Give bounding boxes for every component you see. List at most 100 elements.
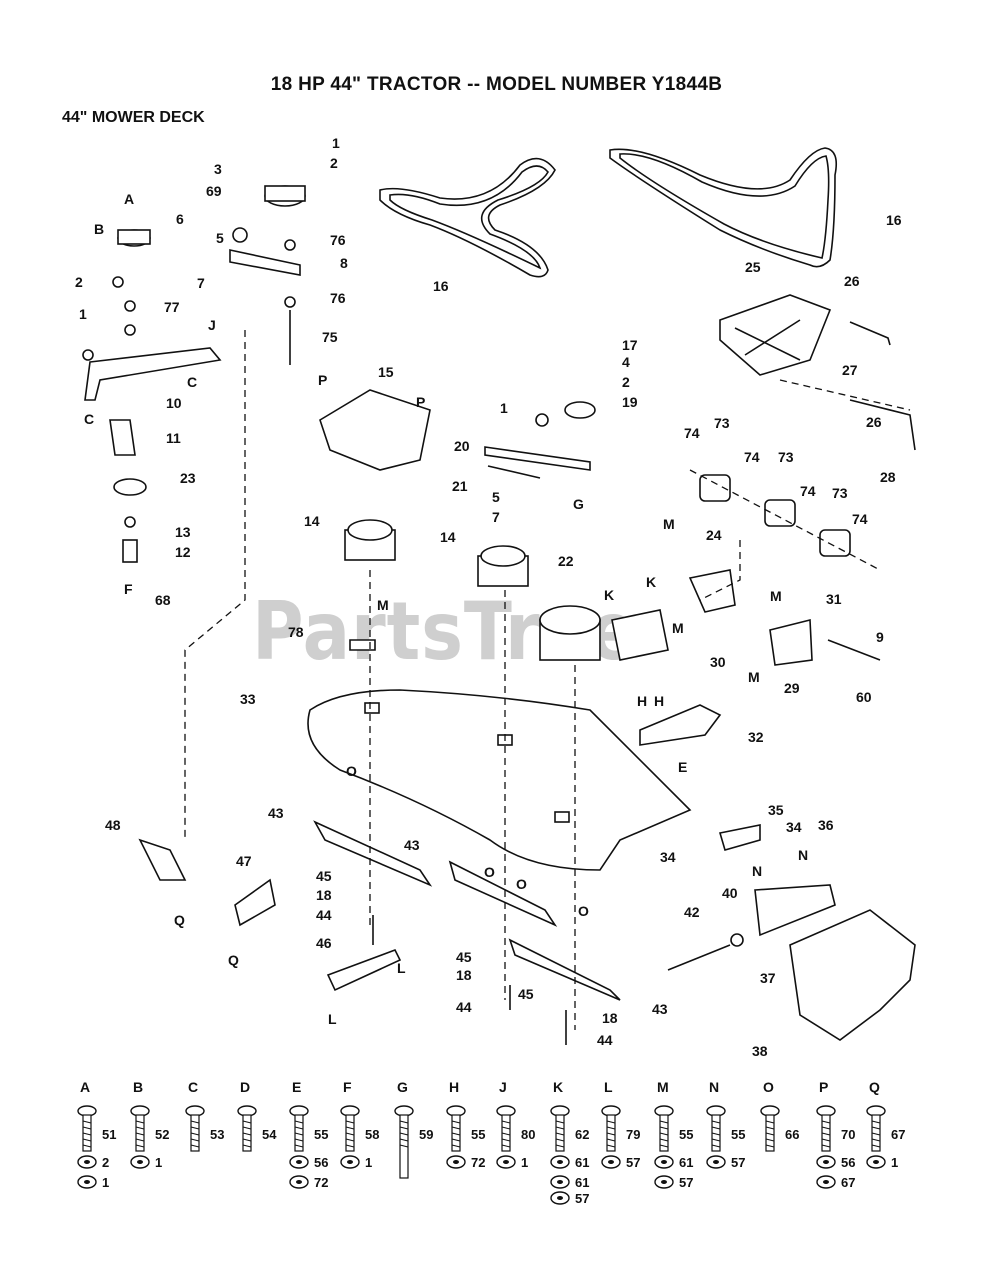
callout-M2: M xyxy=(672,620,684,636)
callout-10: 10 xyxy=(166,395,182,411)
spindle-14a-pulley xyxy=(347,519,393,541)
legend-part-number: 72 xyxy=(471,1155,486,1170)
pin-9 xyxy=(827,639,881,661)
pulley-3-body xyxy=(264,185,306,202)
callout-27: 27 xyxy=(842,362,858,378)
blade-43c xyxy=(508,938,621,1001)
callout-M: M xyxy=(663,516,675,532)
roller-73a xyxy=(699,474,731,502)
callout-8: 8 xyxy=(340,255,348,271)
callout-74a: 74 xyxy=(684,425,700,441)
legend-letter: A xyxy=(80,1079,91,1095)
legend-part-number: 72 xyxy=(314,1175,329,1190)
callout-40: 40 xyxy=(722,885,738,901)
bolt-icon xyxy=(816,1105,836,1152)
legend-letter: L xyxy=(604,1079,613,1095)
callout-20: 20 xyxy=(454,438,470,454)
callout-47: 47 xyxy=(236,853,252,869)
legend-part-number: 57 xyxy=(626,1155,641,1170)
washer-icon xyxy=(601,1155,621,1169)
mower-deck-33 xyxy=(307,689,692,871)
callout-48: 48 xyxy=(105,817,121,833)
legend-part-number: 51 xyxy=(102,1127,117,1142)
legend-part-number: 79 xyxy=(626,1127,641,1142)
callout-N: N xyxy=(752,863,762,879)
callout-34: 34 xyxy=(786,819,802,835)
spring-21 xyxy=(487,465,541,479)
bolt-icon xyxy=(237,1105,257,1152)
legend-part-number: 66 xyxy=(785,1127,800,1142)
callout-5b: 5 xyxy=(492,489,500,505)
legend-letter: B xyxy=(133,1079,144,1095)
callout-32: 32 xyxy=(748,729,764,745)
legend-part-number: 55 xyxy=(679,1127,694,1142)
legend-letter: J xyxy=(499,1079,507,1095)
callout-16a: 16 xyxy=(433,278,449,294)
bracket-32 xyxy=(639,704,722,746)
legend-letter: K xyxy=(553,1079,564,1095)
legend-part-number: 2 xyxy=(102,1155,110,1170)
callout-C: C xyxy=(187,374,197,390)
belt-guard-15 xyxy=(319,389,431,471)
dash-24 xyxy=(699,540,741,601)
callout-9: 9 xyxy=(876,629,884,645)
callout-28: 28 xyxy=(880,469,896,485)
callout-21: 21 xyxy=(452,478,468,494)
callout-K2: K xyxy=(604,587,614,603)
roller-73c xyxy=(819,529,851,557)
legend-letter: E xyxy=(292,1079,302,1095)
bolt-icon xyxy=(185,1105,205,1152)
washer-icon xyxy=(654,1155,674,1169)
callout-1: 1 xyxy=(332,135,340,151)
callout-13: 13 xyxy=(175,524,191,540)
pulley-6-body xyxy=(117,229,151,245)
callout-35: 35 xyxy=(768,802,784,818)
legend-part-number: 1 xyxy=(155,1155,163,1170)
callout-2b: 2 xyxy=(75,274,83,290)
callout-C2: C xyxy=(84,411,94,427)
bolt-icon xyxy=(601,1105,621,1152)
bolt-icon xyxy=(760,1105,780,1152)
callout-14a: 14 xyxy=(304,513,320,529)
nut-icon xyxy=(289,1175,309,1189)
callout-M3: M xyxy=(377,597,389,613)
roller-73b xyxy=(764,499,796,527)
bolt-icon xyxy=(394,1105,414,1179)
legend-part-number: 61 xyxy=(575,1175,590,1190)
legend-letter: F xyxy=(343,1079,352,1095)
spindle-14b-pulley xyxy=(480,545,526,567)
bolt-icon xyxy=(550,1105,570,1152)
nut-77a xyxy=(124,300,136,312)
nut-76b xyxy=(284,296,296,308)
bolt-icon xyxy=(130,1105,150,1152)
callout-44b: 44 xyxy=(456,999,472,1015)
callout-18c: 18 xyxy=(602,1010,618,1026)
clip-78 xyxy=(349,639,376,651)
callout-30: 30 xyxy=(710,654,726,670)
washer-13 xyxy=(124,516,136,528)
bearing-5 xyxy=(232,227,248,243)
legend-part-number: 1 xyxy=(365,1155,373,1170)
legend-part-number: 61 xyxy=(679,1155,694,1170)
callout-22: 22 xyxy=(558,553,574,569)
callout-O: O xyxy=(346,763,357,779)
callout-25: 25 xyxy=(745,259,761,275)
deck-hole-c xyxy=(554,811,570,823)
bracket-25-cross xyxy=(734,319,801,361)
callout-75: 75 xyxy=(322,329,338,345)
callout-19: 19 xyxy=(622,394,638,410)
spacer-12 xyxy=(122,539,138,563)
page-title: 18 HP 44" TRACTOR -- MODEL NUMBER Y1844B xyxy=(270,74,723,95)
callout-44c: 44 xyxy=(597,1032,613,1048)
legend-part-number: 57 xyxy=(575,1191,590,1206)
callout-18a: 18 xyxy=(316,887,332,903)
legend-part-number: 55 xyxy=(471,1127,486,1142)
legend-part-number: 54 xyxy=(262,1127,277,1142)
callout-73a: 73 xyxy=(714,415,730,431)
legend-part-number: 56 xyxy=(841,1155,856,1170)
callout-23: 23 xyxy=(180,470,196,486)
callout-38: 38 xyxy=(752,1043,768,1059)
callout-26: 26 xyxy=(844,273,860,289)
bolt-icon xyxy=(866,1105,886,1152)
bolt-icon xyxy=(654,1105,674,1152)
